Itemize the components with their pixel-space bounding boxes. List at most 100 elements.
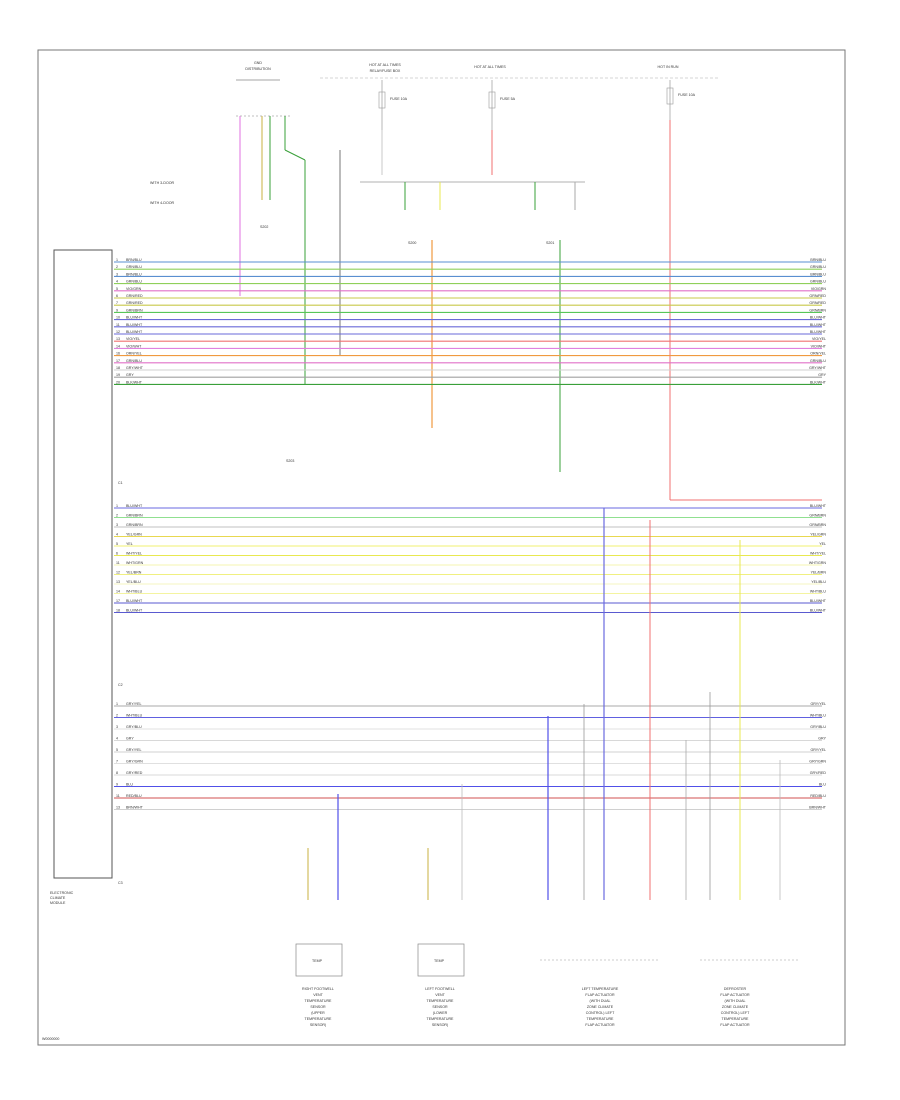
wire-color-label: GRN/RED xyxy=(126,294,143,298)
wire-color-label-right: GRY/YEL xyxy=(810,748,826,752)
wire-color-label: GRN/BRN xyxy=(126,523,143,527)
wire-color-label-right: WHT/BLU xyxy=(810,590,827,594)
wire-color-label: GRY/RED xyxy=(126,771,143,775)
wire-color-label-right: BLU xyxy=(819,783,826,787)
module-title-line-1: ELECTRONIC xyxy=(50,891,74,895)
wire-color-label: BRN/BLU xyxy=(126,258,142,262)
wire-color-label: VIO/YEL xyxy=(126,337,140,341)
wire-color-label: GRY xyxy=(126,737,134,741)
wire-pin-label: 14 xyxy=(116,344,120,348)
wire-color-label-right: BLU/WHT xyxy=(810,504,827,508)
wire-pin-label: 5 xyxy=(116,542,118,546)
wire-color-label: GRY/WHT xyxy=(126,366,144,370)
left-footwell-sensor: TEMP xyxy=(417,943,465,977)
wire-color-label: GRY/YEL xyxy=(126,748,142,752)
fuse-label: FUSE 5A xyxy=(500,97,516,101)
wire-pin-label: 18 xyxy=(116,609,120,613)
component-label-line: CONTROL) LEFT xyxy=(721,1011,750,1015)
component-feeds xyxy=(307,508,781,900)
wire-color-label: YEL/BRN xyxy=(126,571,142,575)
wire-color-label-right: GRY xyxy=(818,737,826,741)
wire-pin-label: 19 xyxy=(116,373,120,377)
wire-pin-label: 16 xyxy=(116,352,120,356)
power-source-label: HOT IN RUN xyxy=(658,65,679,69)
wire-color-label: BLU/WHT xyxy=(126,599,143,603)
wire-color-label-right: BLU/WHT xyxy=(810,316,827,320)
component-label-line: FLAP ACTUATOR xyxy=(720,993,750,997)
wire-color-label-right: GRY xyxy=(818,373,826,377)
wire-color-label-right: YEL/GRN xyxy=(810,533,826,537)
component-label-line: TEMPERATURE xyxy=(427,1017,454,1021)
wire-pin-label: 2 xyxy=(116,514,118,518)
wire-color-label: GRN/RED xyxy=(126,301,143,305)
wire-color-label-right: BLU/WHT xyxy=(810,330,827,334)
component-label-defroster: DEFROSTER FLAP ACTUATOR (WITH DUAL ZONE … xyxy=(720,987,750,1027)
wire-color-label: BLU/WHT xyxy=(126,323,143,327)
wire-pin-label: 4 xyxy=(116,737,118,741)
power-source-label: RELAY/FUSE BOX xyxy=(370,69,401,73)
wire-color-label-right: YEL/BLU xyxy=(811,580,826,584)
wire-color-label: RED/BLU xyxy=(126,794,142,798)
wire-color-label: BLU/WHT xyxy=(126,330,143,334)
wire-pin-label: 3 xyxy=(116,272,118,276)
wire-color-label-right: GRN/RED xyxy=(809,294,826,298)
wire-color-label-right: GRY/WHT xyxy=(809,366,827,370)
wire-pin-label: 2 xyxy=(116,265,118,269)
component-label-line: ZONE CLIMATE xyxy=(587,1005,614,1009)
splice-label: S200 xyxy=(408,241,416,245)
wire-pin-label: 13 xyxy=(116,580,120,584)
component-label-line: SENSOR) xyxy=(432,1023,448,1027)
wire-color-label: GRN/BRN xyxy=(126,308,143,312)
power-source-ground: GND DISTRIBUTION xyxy=(236,61,280,81)
wire-color-label-right: GRN/BLU xyxy=(810,359,826,363)
component-label-line: TEMPERATURE xyxy=(722,1017,749,1021)
wire-color-label-right: WHT/GRN xyxy=(809,561,827,565)
wire-color-label-right: RED/BLU xyxy=(810,794,826,798)
wire-color-label: BLU/WHT xyxy=(126,316,143,320)
footer-code: W0000000 xyxy=(42,1037,59,1041)
wire-pin-label: 13 xyxy=(116,337,120,341)
sensor-label: TEMP xyxy=(434,959,445,963)
wire-color-label: BLK/WHT xyxy=(126,380,143,384)
power-source-label: HOT AT ALL TIMES xyxy=(474,65,506,69)
wire-pin-label: 7 xyxy=(116,301,118,305)
component-label-line: TEMPERATURE xyxy=(305,1017,332,1021)
wire-color-label-right: VIO/GRN xyxy=(811,287,827,291)
ground-connector-block xyxy=(236,115,306,384)
relay-block xyxy=(339,120,822,501)
wire-pin-label: 3 xyxy=(116,725,118,729)
component-label-line: TEMPERATURE xyxy=(587,1017,614,1021)
component-label-line: ZONE CLIMATE xyxy=(722,1005,749,1009)
wire-color-label-right: GRN/BRN xyxy=(809,308,826,312)
diagram-frame xyxy=(37,49,846,1046)
wire-color-label: BRN/BLU xyxy=(126,272,142,276)
wire-color-label: GRN/BLU xyxy=(126,265,142,269)
wire-color-label: BRN/WHT xyxy=(126,806,144,810)
component-label-line: SENSOR) xyxy=(310,1023,326,1027)
wire-pin-label: 11 xyxy=(116,561,120,565)
component-label-line: TEMPERATURE xyxy=(427,999,454,1003)
wire-color-label-right: GRN/BLU xyxy=(810,280,826,284)
component-label-line: SENSOR xyxy=(310,1005,326,1009)
wire-pin-label: 17 xyxy=(116,599,120,603)
legend-line: WITH 3-DOOR xyxy=(150,181,175,185)
splice-label: S201 xyxy=(546,241,554,245)
wire-pin-label: 18 xyxy=(116,366,120,370)
wire-pin-label: 4 xyxy=(116,533,118,537)
wire-pin-label: 2 xyxy=(116,714,118,718)
wire-color-label: VIO/GRN xyxy=(126,287,142,291)
wire-color-label: WHT/YEL xyxy=(126,552,142,556)
component-label-line: LEFT TEMPERATURE xyxy=(582,987,619,991)
wire-pin-label: 10 xyxy=(116,316,120,320)
wire-color-label-right: GRN/BLU xyxy=(810,265,826,269)
wire-pin-label: 8 xyxy=(116,771,118,775)
wire-color-label-right: YEL/BRN xyxy=(811,571,827,575)
wire-color-label-right: WHT/YEL xyxy=(810,552,826,556)
component-label-line: SENSOR xyxy=(432,1005,448,1009)
component-label-left-flap: LEFT TEMPERATURE FLAP ACTUATOR (WITH DUA… xyxy=(582,987,619,1027)
fuse: FUSE 10A xyxy=(666,80,696,120)
wire-color-label-right: GRY/RED xyxy=(810,771,827,775)
wire-color-label: BLU xyxy=(126,783,133,787)
